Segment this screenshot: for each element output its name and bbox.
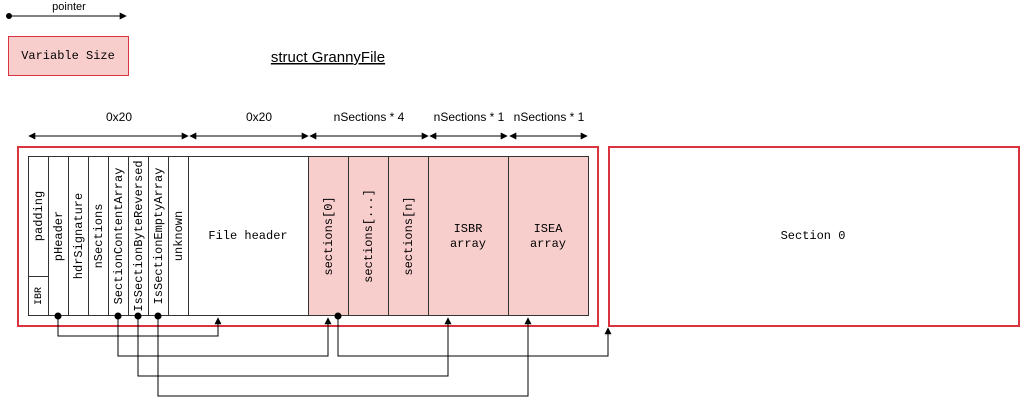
- field-hdrsignature-label: hdrSignature: [72, 193, 86, 279]
- grannyfile-container: [17, 146, 599, 327]
- pointer-dot-sectioncontent: [114, 312, 122, 320]
- field-nsections-label: nSections: [92, 204, 106, 269]
- pointer-legend-dot: [6, 13, 12, 19]
- pointer-dot-pheader: [54, 312, 62, 320]
- section0-label: Section 0: [781, 229, 846, 243]
- dim-label-3: nSections * 4: [334, 110, 405, 124]
- variable-size-legend-label: Variable Size: [21, 49, 115, 63]
- field-sections-mid-label: sections[...]: [362, 189, 376, 283]
- pointer-dot-sections0: [334, 312, 342, 320]
- field-issectionbytereversed-label: IsSectionByteReversed: [132, 160, 146, 311]
- field-sections0: [308, 156, 349, 316]
- pointer-legend-label: pointer: [52, 1, 86, 13]
- pointer-dots: [54, 312, 342, 320]
- dim-label-1: 0x20: [106, 110, 132, 124]
- field-padding-label: padding: [32, 191, 46, 241]
- field-file-header-label: File header: [208, 229, 287, 243]
- field-sections-n-label: sections[n]: [402, 196, 416, 275]
- legend: pointer Variable Size: [6, 1, 129, 76]
- variable-fields: sections[0] sections[...] sections[n] IS…: [308, 156, 589, 316]
- dim-label-2: 0x20: [246, 110, 272, 124]
- dim-label-5: nSections * 1: [514, 110, 585, 124]
- field-sectioncontentarray-label: SectionContentArray: [112, 168, 126, 305]
- dimension-markers: 0x20 0x20 nSections * 4 nSections * 1 nS…: [28, 110, 588, 140]
- field-issectionemptyarray-label: IsSectionEmptyArray: [152, 168, 166, 305]
- pointer-emptyarray-to-isea: [157, 316, 532, 397]
- field-pheader-label: pHeader: [52, 211, 66, 261]
- pointer-dot-emptyarray: [154, 312, 162, 320]
- field-file-header: [188, 156, 309, 316]
- diagram-title: struct GrannyFile: [271, 49, 385, 66]
- pointer-connectors: [57, 316, 612, 397]
- field-sections-n: [388, 156, 429, 316]
- field-unknown-label: unknown: [172, 211, 186, 261]
- field-isbr-array: [428, 156, 509, 316]
- pointer-bytereversed-to-isbr: [137, 316, 452, 377]
- field-isea-label-1: ISEA: [534, 222, 564, 236]
- section0-container: [608, 146, 1020, 327]
- field-sections0-label: sections[0]: [322, 196, 336, 275]
- field-isea-array: [508, 156, 589, 316]
- dim-label-4: nSections * 1: [434, 110, 505, 124]
- field-isbr-label-2: array: [450, 237, 486, 251]
- field-ibr-label: IBR: [34, 287, 45, 305]
- pointer-sectioncontent-to-sections: [117, 316, 332, 357]
- field-isbr-label-1: ISBR: [454, 222, 483, 236]
- field-isea-label-2: array: [530, 237, 566, 251]
- field-sections-mid: [348, 156, 389, 316]
- pointer-dot-bytereversed: [134, 312, 142, 320]
- pointer-sections0-to-section0: [337, 316, 612, 357]
- variable-size-legend-box: [8, 36, 129, 76]
- header-fields: padding IBR pHeader hdrSignature nSectio…: [28, 156, 309, 316]
